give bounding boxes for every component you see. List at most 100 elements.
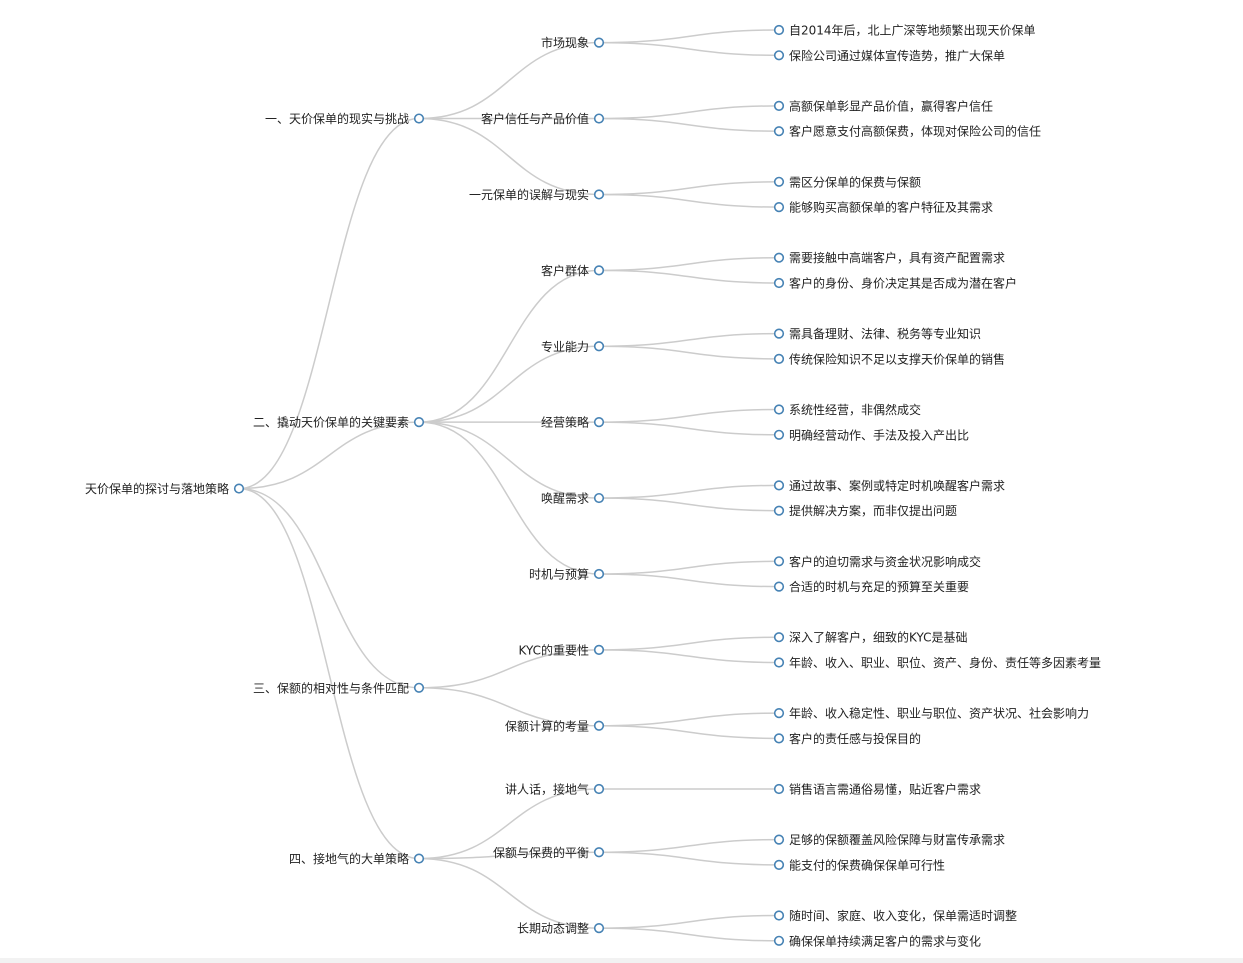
node-toggle-circle[interactable] bbox=[773, 733, 785, 744]
mindmap-branch-node[interactable]: 市场现象 bbox=[541, 35, 605, 50]
mindmap-root-node[interactable]: 天价保单的探讨与落地策略 bbox=[85, 481, 245, 496]
mindmap-leaf-node[interactable]: 客户愿意支付高额保费，体现对保险公司的信任 bbox=[773, 124, 1041, 139]
node-toggle-circle[interactable] bbox=[413, 682, 425, 693]
mindmap-leaf-node[interactable]: 合适的时机与充足的预算至关重要 bbox=[773, 579, 969, 594]
node-toggle-circle[interactable] bbox=[593, 847, 605, 858]
mindmap-leaf-node[interactable]: 客户的身份、身价决定其是否成为潜在客户 bbox=[773, 276, 1017, 291]
node-toggle-circle[interactable] bbox=[773, 252, 785, 263]
node-toggle-circle[interactable] bbox=[773, 505, 785, 516]
mindmap-leaf-node[interactable]: 随时间、家庭、收入变化，保单需适时调整 bbox=[773, 908, 1017, 923]
mindmap-link bbox=[418, 345, 600, 423]
node-toggle-circle[interactable] bbox=[233, 483, 245, 494]
node-toggle-circle[interactable] bbox=[593, 720, 605, 731]
node-toggle-circle[interactable] bbox=[773, 657, 785, 668]
node-toggle-circle[interactable] bbox=[773, 910, 785, 921]
mindmap-branch-node[interactable]: 时机与预算 bbox=[529, 566, 605, 581]
node-toggle-circle[interactable] bbox=[593, 189, 605, 200]
mindmap-leaf-node[interactable]: 年龄、收入、职业、职位、资产、身份、责任等多因素考量 bbox=[773, 655, 1101, 670]
mindmap-leaf-node[interactable]: 传统保险知识不足以支撑天价保单的销售 bbox=[773, 351, 1005, 366]
mindmap-branch-node[interactable]: 三、保额的相对性与条件匹配 bbox=[253, 680, 425, 695]
mindmap-leaf-node[interactable]: 需要接触中高端客户，具有资产配置需求 bbox=[773, 250, 1005, 265]
node-toggle-circle[interactable] bbox=[773, 176, 785, 187]
node-toggle-circle[interactable] bbox=[773, 202, 785, 213]
node-toggle-circle[interactable] bbox=[773, 429, 785, 440]
mindmap-leaf-node[interactable]: 能支付的保费确保保单可行性 bbox=[773, 857, 945, 872]
mindmap-leaf-node[interactable]: 提供解决方案，而非仅提出问题 bbox=[773, 503, 957, 518]
node-toggle-circle[interactable] bbox=[773, 277, 785, 289]
mindmap-branch-node[interactable]: 二、撬动天价保单的关键要素 bbox=[253, 415, 425, 430]
node-toggle-circle[interactable] bbox=[593, 417, 605, 428]
node-toggle-circle[interactable] bbox=[773, 404, 785, 415]
mindmap-link bbox=[598, 408, 780, 423]
mindmap-branch-node[interactable]: 客户信任与产品价值 bbox=[481, 111, 605, 126]
node-toggle-circle[interactable] bbox=[593, 265, 605, 276]
node-toggle-circle[interactable] bbox=[773, 50, 785, 61]
node-toggle-circle[interactable] bbox=[773, 556, 785, 567]
node-toggle-circle[interactable] bbox=[773, 834, 785, 845]
mindmap-link bbox=[598, 41, 780, 57]
mindmap-branch-node[interactable]: 四、接地气的大单策略 bbox=[289, 851, 425, 866]
mindmap-link bbox=[598, 332, 780, 347]
node-toggle-circle[interactable] bbox=[773, 24, 785, 36]
node-label: 足够的保额覆盖风险保障与财富传承需求 bbox=[789, 832, 1005, 847]
mindmap-leaf-node[interactable]: 自2014年后，北上广深等地频繁出现天价保单 bbox=[773, 23, 1036, 38]
node-toggle-circle[interactable] bbox=[593, 783, 605, 795]
node-label: 年龄、收入、职业、职位、资产、身份、责任等多因素考量 bbox=[789, 655, 1101, 670]
node-toggle-circle[interactable] bbox=[773, 100, 785, 111]
node-label: 唤醒需求 bbox=[541, 492, 589, 506]
node-toggle-circle[interactable] bbox=[593, 492, 605, 504]
mindmap-branch-node[interactable]: 一元保单的误解与现实 bbox=[469, 187, 605, 202]
mindmap-leaf-node[interactable]: 保险公司通过媒体宣传造势，推广大保单 bbox=[773, 48, 1005, 63]
mindmap-leaf-node[interactable]: 销售语言需通俗易懂，贴近客户需求 bbox=[773, 782, 981, 797]
mindmap-branch-node[interactable]: 保额计算的考量 bbox=[505, 718, 605, 733]
node-toggle-circle[interactable] bbox=[773, 328, 785, 339]
mindmap-leaf-node[interactable]: 足够的保额覆盖风险保障与财富传承需求 bbox=[773, 832, 1005, 847]
mindmap-branch-node[interactable]: 客户群体 bbox=[541, 263, 605, 278]
mindmap-leaf-node[interactable]: 需区分保单的保费与保额 bbox=[773, 174, 921, 189]
node-toggle-circle[interactable] bbox=[593, 341, 605, 352]
node-toggle-circle[interactable] bbox=[773, 859, 785, 871]
mindmap-leaf-node[interactable]: 确保保单持续满足客户的需求与变化 bbox=[773, 933, 981, 948]
mindmap-branch-node[interactable]: 保额与保费的平衡 bbox=[493, 845, 605, 860]
mindmap-branch-node[interactable]: 长期动态调整 bbox=[517, 921, 605, 936]
node-toggle-circle[interactable] bbox=[593, 923, 605, 934]
mindmap-branch-node[interactable]: 讲人话，接地气 bbox=[505, 782, 605, 797]
node-toggle-circle[interactable] bbox=[773, 707, 785, 719]
node-toggle-circle[interactable] bbox=[773, 783, 785, 795]
node-toggle-circle[interactable] bbox=[593, 644, 605, 655]
mindmap-link bbox=[598, 649, 780, 664]
mindmap-leaf-node[interactable]: 能够购买高额保单的客户特征及其需求 bbox=[773, 200, 993, 215]
mindmap-branch-node[interactable]: 一、天价保单的现实与挑战 bbox=[265, 111, 425, 126]
mindmap-branch-node[interactable]: 经营策略 bbox=[541, 415, 605, 430]
node-toggle-circle[interactable] bbox=[773, 353, 785, 365]
mindmap-leaf-node[interactable]: 深入了解客户，细致的KYC是基础 bbox=[773, 630, 968, 645]
mindmap-link bbox=[598, 256, 780, 272]
node-label: 保险公司通过媒体宣传造势，推广大保单 bbox=[789, 48, 1005, 63]
node-label: 需要接触中高端客户，具有资产配置需求 bbox=[789, 250, 1005, 265]
mindmap-leaf-node[interactable]: 系统性经营，非偶然成交 bbox=[773, 402, 921, 417]
mindmap-leaf-node[interactable]: 通过故事、案例或特定时机唤醒客户需求 bbox=[773, 478, 1005, 493]
mindmap-leaf-node[interactable]: 客户的责任感与投保目的 bbox=[773, 731, 921, 746]
node-toggle-circle[interactable] bbox=[593, 568, 605, 580]
mindmap-link bbox=[598, 636, 780, 651]
node-toggle-circle[interactable] bbox=[773, 632, 785, 643]
mindmap-leaf-node[interactable]: 需具备理财、法律、税务等专业知识 bbox=[773, 326, 981, 341]
node-toggle-circle[interactable] bbox=[593, 113, 605, 124]
mindmap-link bbox=[418, 41, 600, 120]
mindmap-branch-node[interactable]: KYC的重要性 bbox=[519, 642, 605, 657]
mindmap-leaf-node[interactable]: 年龄、收入稳定性、职业与职位、资产状况、社会影响力 bbox=[773, 706, 1089, 721]
node-toggle-circle[interactable] bbox=[773, 126, 785, 137]
mindmap-link bbox=[418, 421, 600, 499]
node-toggle-circle[interactable] bbox=[593, 37, 605, 48]
mindmap-leaf-node[interactable]: 高额保单彰显产品价值，赢得客户信任 bbox=[773, 98, 993, 113]
mindmap-leaf-node[interactable]: 客户的迫切需求与资金状况影响成交 bbox=[773, 554, 981, 569]
node-toggle-circle[interactable] bbox=[413, 113, 425, 124]
node-toggle-circle[interactable] bbox=[773, 581, 785, 592]
mindmap-branch-node[interactable]: 唤醒需求 bbox=[541, 492, 605, 506]
node-toggle-circle[interactable] bbox=[773, 935, 785, 946]
node-toggle-circle[interactable] bbox=[773, 480, 785, 491]
node-toggle-circle[interactable] bbox=[413, 853, 425, 864]
node-toggle-circle[interactable] bbox=[413, 417, 425, 428]
mindmap-branch-node[interactable]: 专业能力 bbox=[541, 339, 605, 354]
mindmap-leaf-node[interactable]: 明确经营动作、手法及投入产出比 bbox=[773, 427, 969, 442]
